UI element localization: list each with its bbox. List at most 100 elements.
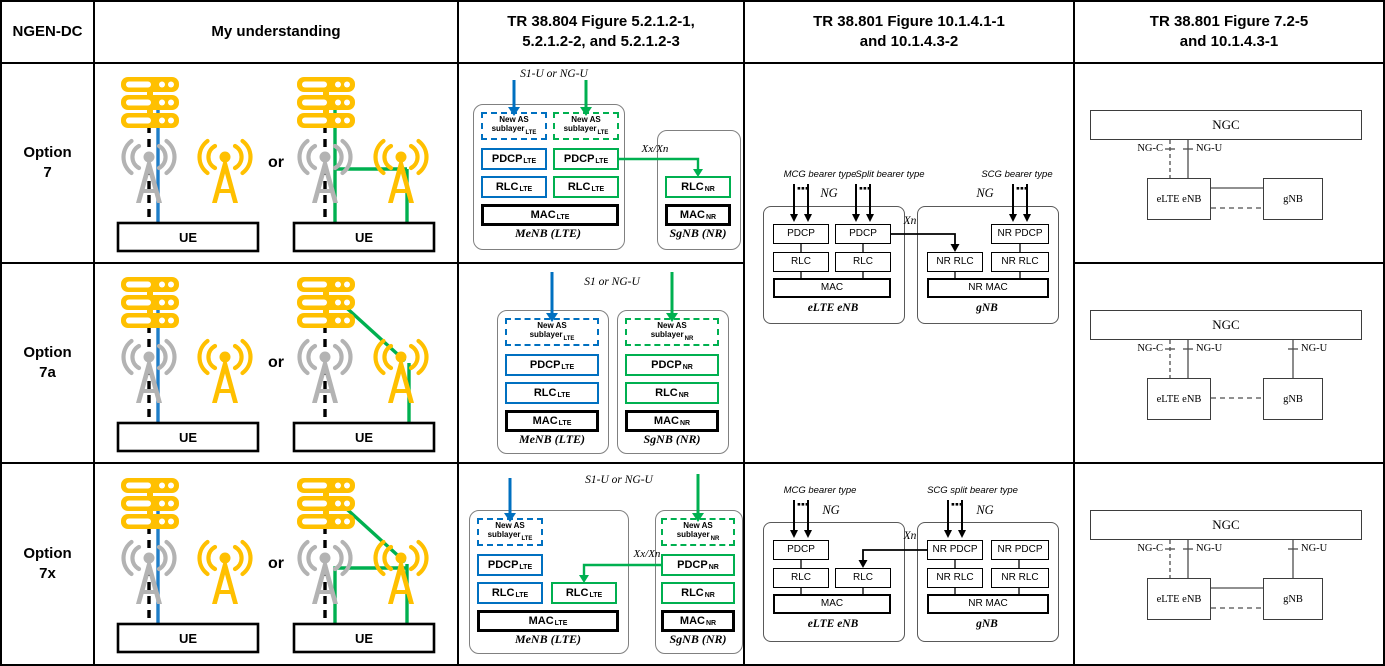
menb-label: MeNB (LTE) <box>518 432 586 446</box>
ng-u-label: NG-U <box>1301 543 1328 554</box>
new-as-sublayer-lte-box: New AS sublayerLTE <box>553 112 619 140</box>
option7x-left-diagram: UE <box>116 478 260 654</box>
nr-pdcp-box: NR PDCP <box>927 540 983 560</box>
option7x-tr38801-bearer-cell: MCG bearer type SCG split bearer type NG… <box>745 464 1075 664</box>
ue-box <box>116 221 260 253</box>
lte-antenna-icon <box>124 141 175 203</box>
server-icon <box>297 277 355 328</box>
ng-u-label: NG-U <box>1196 143 1223 154</box>
ue-box <box>116 421 260 453</box>
option7-tr38804-cell: S1-U or NG-U New AS sublayerLTE New AS s… <box>459 64 745 264</box>
header-cell-tr38801-72: TR 38.801 Figure 7.2-5 and 10.1.4.3-1 <box>1075 2 1383 64</box>
lte-antenna-icon <box>300 141 351 203</box>
ng-c-label: NG-C <box>1137 343 1163 354</box>
or-label: or <box>268 354 284 371</box>
new-as-sublayer-nr-box: New AS sublayerNR <box>625 318 719 346</box>
split-bearer-label: Split bearer type <box>855 169 925 180</box>
option7-left-diagram: UE <box>116 77 260 253</box>
header-cell-tr38801-10x: TR 38.801 Figure 10.1.4.1-1 and 10.1.4.3… <box>745 2 1075 64</box>
lte-antenna-icon <box>300 542 351 604</box>
server-icon <box>121 478 179 529</box>
nr-antenna-icon <box>200 141 251 203</box>
nr-rlc-box: NR RLC <box>991 568 1049 588</box>
xx-xn-label: Xx/Xn <box>633 548 661 560</box>
option7x-arch-lines <box>1165 540 1298 609</box>
ngc-box: NGC <box>1090 110 1362 140</box>
ng-u-label: NG-U <box>1301 343 1328 354</box>
nr-mac-box: NR MAC <box>927 594 1049 614</box>
gnb-label: gNB <box>976 302 998 314</box>
elte-enb-container <box>763 206 905 324</box>
elte-enb-box: eLTE eNB <box>1147 178 1211 220</box>
lte-antenna-icon <box>124 341 175 403</box>
header-cell-ngen-dc: NGEN-DC <box>2 2 95 64</box>
rlc-box: RLC <box>835 568 891 588</box>
ue-label: UE <box>355 631 373 646</box>
s1u-ngu-label: S1-U or NG-U <box>520 68 588 80</box>
nr-antenna-icon <box>376 341 427 403</box>
header-label: My understanding <box>211 22 341 40</box>
gnb-container <box>917 206 1059 324</box>
ng-u-label: NG-U <box>1196 543 1223 554</box>
ng-c-label: NG-C <box>1137 143 1163 154</box>
option7-arch-cell: NGC eLTE eNB gNB NG-C NG-U <box>1075 64 1383 264</box>
server-icon <box>121 77 179 128</box>
option7-right-diagram: UE <box>292 77 436 253</box>
or-label: or <box>268 154 284 171</box>
ue-box <box>292 421 436 453</box>
nr-antenna-icon <box>200 341 251 403</box>
rlc-box: RLC <box>773 252 829 272</box>
ue-box <box>116 622 260 654</box>
server-icon <box>297 77 355 128</box>
row-label-option-7: Option 7 <box>2 64 95 264</box>
ng-label: NG <box>976 186 994 200</box>
or-label: or <box>268 555 284 572</box>
mcg-bearer-label: MCG bearer type <box>783 169 857 180</box>
option7a-understanding-cell: UE or UE <box>95 264 459 464</box>
ue-label: UE <box>355 430 373 445</box>
option7a-arch-cell: NGC eLTE eNB gNB NG-C NG-U NG-U <box>1075 264 1383 464</box>
pdcp-box: PDCP <box>835 224 891 244</box>
ng-label: NG <box>976 503 994 517</box>
mac-box: MAC <box>773 278 891 298</box>
lte-antenna-icon <box>300 341 351 403</box>
nr-rlc-box: NR RLC <box>991 252 1049 272</box>
xn-label: Xn <box>903 215 917 227</box>
option7-tr38801-bearer-cell: MCG bearer type Split bearer type SCG be… <box>745 64 1075 464</box>
ue-box <box>292 622 436 654</box>
option7-arch-lines <box>1165 140 1263 209</box>
scg-bearer-label: SCG bearer type <box>981 169 1053 180</box>
pdcp-box: PDCP <box>773 224 829 244</box>
nr-rlc-box: NR RLC <box>927 252 983 272</box>
nr-pdcp-box: NR PDCP <box>991 224 1049 244</box>
option7a-right-diagram: UE <box>292 277 436 453</box>
ng-c-label: NG-C <box>1137 543 1163 554</box>
row-label-option-7x: Option 7x <box>2 464 95 664</box>
menb-label: MeNB (LTE) <box>514 632 582 646</box>
header-label: TR 38.801 Figure 10.1.4.1-1 and 10.1.4.3… <box>813 12 1005 50</box>
option7a-left-diagram: UE <box>116 277 260 453</box>
nr-antenna-icon <box>200 542 251 604</box>
ue-label: UE <box>179 430 197 445</box>
ue-label: UE <box>179 230 197 245</box>
header-label: TR 38.804 Figure 5.2.1.2-1, 5.2.1.2-2, a… <box>507 12 695 50</box>
sgnb-label: SgNB (NR) <box>669 226 727 240</box>
gnb-box: gNB <box>1263 378 1323 420</box>
